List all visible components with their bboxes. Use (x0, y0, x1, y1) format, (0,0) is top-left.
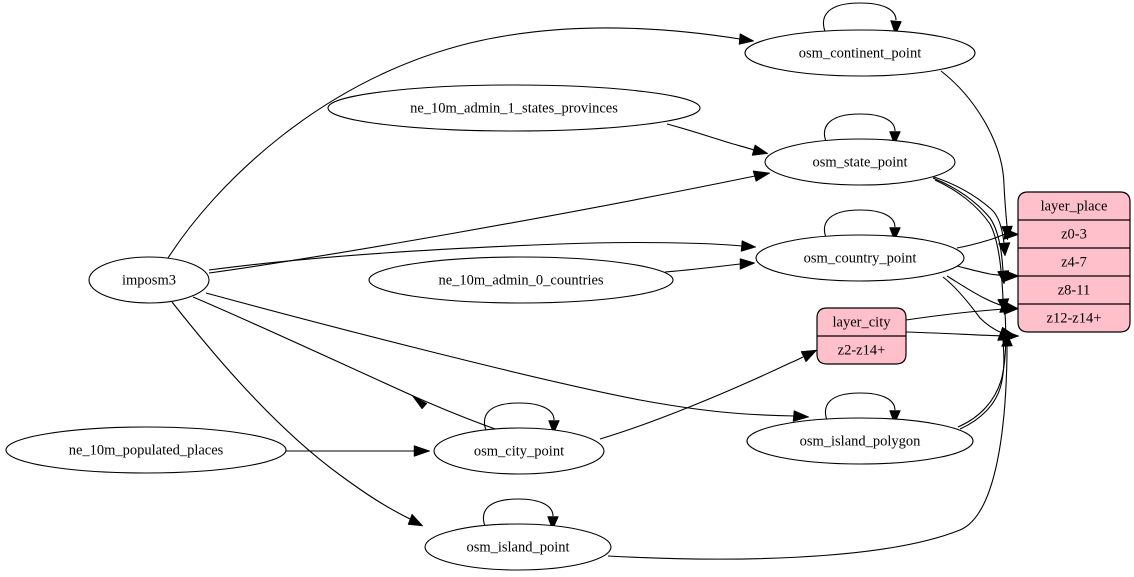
edge-self-loop-osm-island-point (482, 498, 559, 531)
node-osm-continent-point[interactable]: osm_continent_point (744, 29, 976, 77)
node-layer: imposm3 ne_10m_admin_1_states_provinces … (5, 29, 976, 571)
edge-osm-country-point-to-layer-place-z4-7 (956, 265, 1020, 282)
edge-self-loop-osm-city-point (483, 402, 560, 435)
record-layer-place[interactable]: layer_place z0-3 z4-7 z8-11 z12-z14+ (1017, 191, 1131, 333)
edge-self-loop-osm-island-polygon (824, 392, 901, 425)
node-osm-state-point[interactable]: osm_state_point (764, 138, 956, 186)
edge-imposm3-to-osm-continent-point (167, 27, 755, 259)
edge-ne-populated-to-osm-city-point (286, 445, 431, 457)
node-osm-island-polygon[interactable]: osm_island_polygon (746, 417, 974, 465)
edge-ne-states-to-osm-state-point (666, 123, 769, 156)
edge-layer (167, 2, 1020, 560)
node-ne-10m-populated-places[interactable]: ne_10m_populated_places (5, 426, 287, 474)
edge-osm-country-point-to-layer-place-z0-3 (956, 228, 1020, 249)
edge-self-loop-osm-continent-point (822, 2, 902, 36)
edge-osm-island-polygon-to-layer-place-z8-11 (957, 298, 1011, 428)
edge-imposm3-to-osm-city-point (192, 296, 498, 431)
edge-layer-city-to-layer-place-z12-z14 (905, 330, 1020, 342)
edge-imposm3-to-osm-island-point (171, 301, 424, 527)
node-osm-city-point[interactable]: osm_city_point (433, 427, 605, 475)
record-layer-city[interactable]: layer_city z2-z14+ (816, 307, 907, 365)
edge-imposm3-to-osm-state-point (208, 170, 771, 274)
node-ne-10m-admin-0-countries[interactable]: ne_10m_admin_0_countries (368, 256, 674, 304)
node-osm-country-point[interactable]: osm_country_point (755, 234, 965, 282)
edge-self-loop-osm-country-point (823, 209, 901, 242)
edge-osm-state-point-to-layer-place-z4-7 (930, 175, 1011, 257)
node-osm-island-point[interactable]: osm_island_point (424, 523, 612, 571)
node-imposm3[interactable]: imposm3 (88, 256, 210, 304)
edge-imposm3-to-osm-island-polygon (205, 292, 810, 422)
edge-ne-countries-to-osm-country-point (664, 258, 756, 273)
edge-osm-city-point-to-layer-city-z2-z14 (599, 349, 818, 440)
edge-layer-city-to-layer-place-z8-11 (905, 303, 1020, 321)
edge-imposm3-to-osm-country-point (208, 240, 757, 271)
edge-self-loop-osm-state-point (823, 113, 901, 146)
node-ne-10m-admin-1-states-provinces[interactable]: ne_10m_admin_1_states_provinces (327, 84, 701, 132)
